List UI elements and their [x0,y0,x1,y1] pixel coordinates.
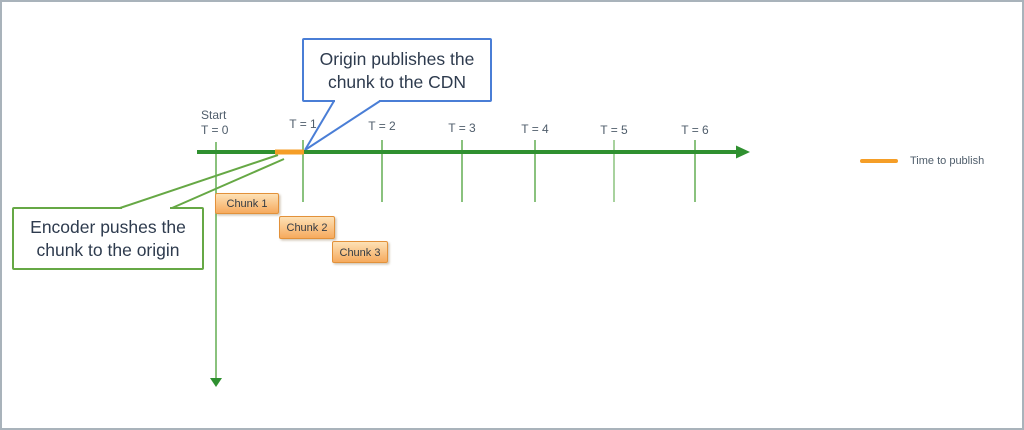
origin-callout-box: Origin publishes the chunk to the CDN [302,38,492,102]
origin-callout-tail-left [304,100,335,151]
start-label-line1: Start [201,108,227,122]
origin-callout-tail-right [304,100,381,151]
start-label-line2: T = 0 [201,123,229,137]
tick-label-t6: T = 6 [681,123,709,137]
start-label: Start T = 0 [201,108,228,138]
chunk-1-box: Chunk 1 [215,193,279,214]
legend-time-to-publish-label: Time to publish [910,155,985,167]
time-axis-arrowhead-icon [736,145,750,159]
encoder-callout-text: Encoder pushes the chunk to the origin [30,217,186,260]
legend-time-to-publish-swatch [860,159,898,163]
tick-label-t2: T = 2 [368,119,396,133]
origin-callout-text: Origin publishes the chunk to the CDN [319,49,475,92]
tick-label-t1: T = 1 [289,117,317,131]
tick-label-t3: T = 3 [448,121,476,135]
tick-label-t5: T = 5 [600,123,628,137]
tick-label-t4: T = 4 [521,122,549,136]
chunk-2-box: Chunk 2 [279,216,335,239]
encoder-callout-tail-upper [119,154,279,209]
t0-down-arrowhead-icon [210,378,222,387]
encoder-callout-box: Encoder pushes the chunk to the origin [12,207,204,270]
chunk-3-box: Chunk 3 [332,241,388,263]
encoder-callout-tail-lower [171,158,285,209]
